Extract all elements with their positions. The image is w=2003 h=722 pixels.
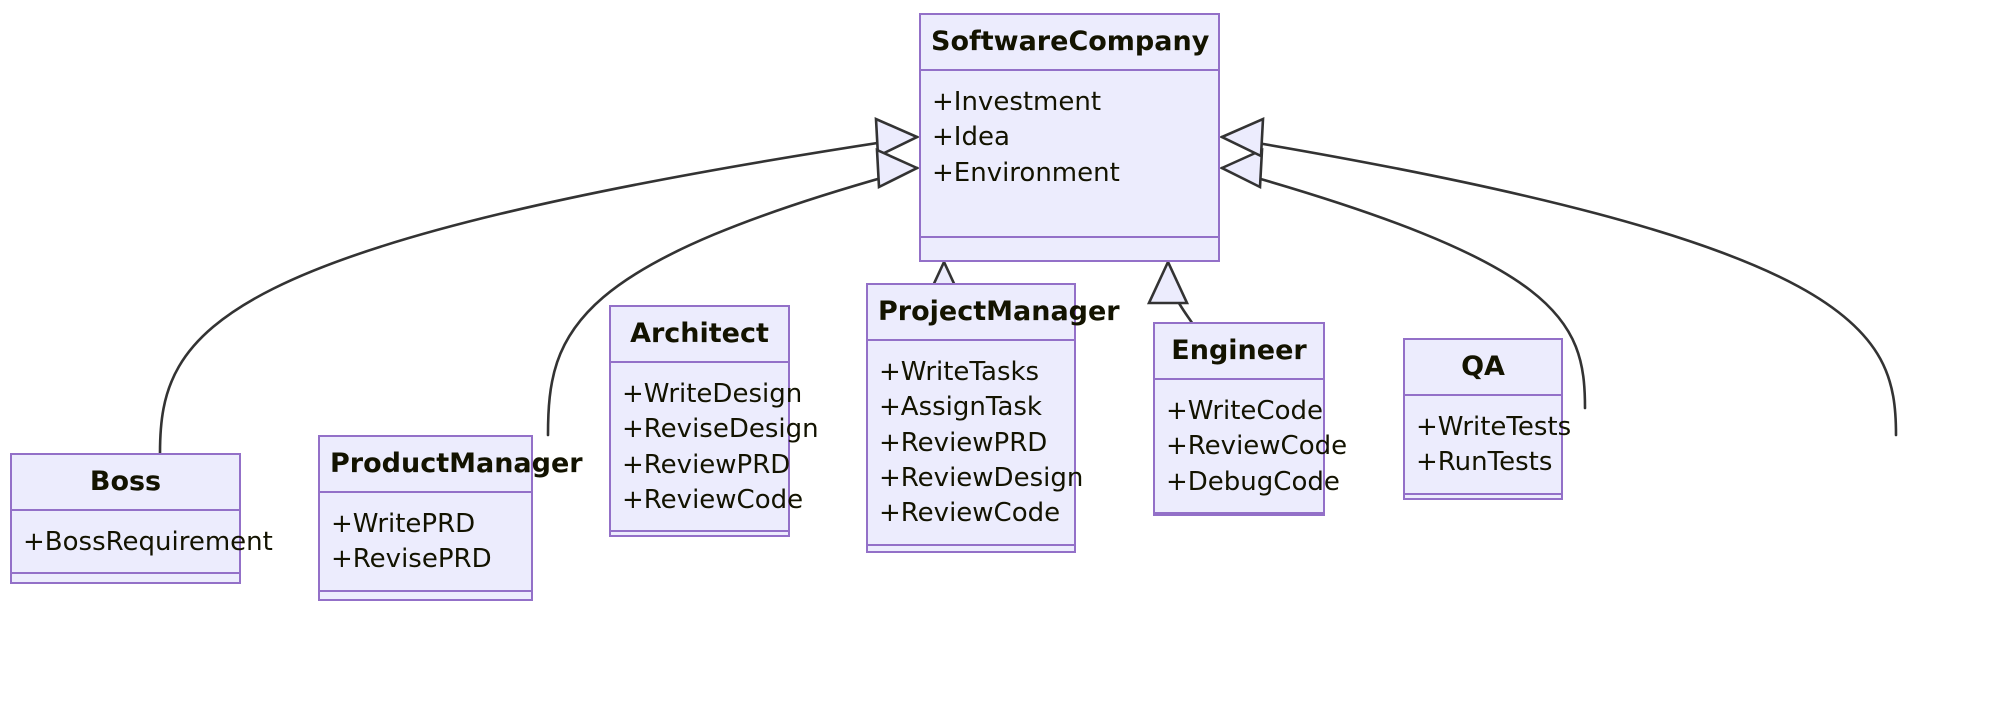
class-name-qa: QA bbox=[1405, 340, 1561, 396]
class-name-engineer: Engineer bbox=[1155, 324, 1323, 380]
attribute-item: +ReviewPRD bbox=[879, 427, 1048, 458]
class-methods-productmanager bbox=[320, 592, 531, 614]
class-name-projectmanager: ProjectManager bbox=[868, 285, 1120, 341]
attribute-item: +ReviewCode bbox=[622, 485, 804, 516]
attribute-item: +Investment bbox=[932, 87, 1102, 117]
class-name-productmanager: ProductManager bbox=[320, 437, 583, 493]
class-methods-qa bbox=[1405, 495, 1561, 517]
class-box-qa[interactable]: QA +WriteTests +RunTests bbox=[1403, 338, 1572, 500]
class-methods-engineer bbox=[1155, 514, 1323, 536]
class-box-architect[interactable]: Architect +WriteDesign +ReviseDesign +Re… bbox=[609, 305, 819, 537]
attribute-item: +WriteDesign bbox=[622, 379, 803, 409]
generalization-arrowhead-icon bbox=[1218, 116, 1265, 159]
attribute-item: +ReviewPRD bbox=[622, 449, 791, 480]
class-attributes-productmanager: +WritePRD +RevisePRD bbox=[320, 493, 531, 592]
attribute-item: +AssignTask bbox=[879, 392, 1042, 423]
class-box-engineer[interactable]: Engineer +WriteCode +ReviewCode +DebugCo… bbox=[1153, 322, 1348, 516]
class-box-boss[interactable]: Boss +BossRequirement bbox=[10, 453, 273, 584]
attribute-item: +ReviewCode bbox=[879, 498, 1061, 529]
attribute-item: +DebugCode bbox=[1166, 466, 1340, 497]
class-name-boss: Boss bbox=[12, 455, 239, 511]
attribute-item: +ReviewCode bbox=[1166, 431, 1348, 462]
class-name-softwarecompany: SoftwareCompany bbox=[921, 15, 1218, 71]
class-attributes-architect: +WriteDesign +ReviseDesign +ReviewPRD +R… bbox=[611, 363, 819, 533]
class-attributes-engineer: +WriteCode +ReviewCode +DebugCode bbox=[1155, 380, 1348, 515]
edge-boss-to-softwarecompany bbox=[158, 116, 921, 455]
class-attributes-boss: +BossRequirement bbox=[12, 511, 273, 575]
class-attributes-softwarecompany: +Investment +Idea +Environment bbox=[921, 71, 1218, 238]
class-box-productmanager[interactable]: ProductManager +WritePRD +RevisePRD bbox=[318, 435, 583, 601]
attribute-item: +WriteCode bbox=[1166, 396, 1323, 426]
attribute-item: +Environment bbox=[932, 157, 1120, 188]
class-methods-boss bbox=[12, 574, 239, 596]
class-methods-architect bbox=[611, 532, 788, 554]
attribute-item: +WriteTests bbox=[1416, 412, 1572, 442]
class-methods-projectmanager bbox=[868, 546, 1074, 568]
attribute-item: +RunTests bbox=[1416, 447, 1553, 478]
attribute-item: +RevisePRD bbox=[331, 544, 492, 575]
class-methods-softwarecompany bbox=[921, 238, 1218, 260]
generalization-arrowhead-icon bbox=[874, 116, 921, 159]
attribute-item: +WriteTasks bbox=[879, 357, 1040, 387]
class-box-softwarecompany[interactable]: SoftwareCompany +Investment +Idea +Envir… bbox=[919, 13, 1220, 262]
attribute-item: +ReviewDesign bbox=[879, 463, 1084, 494]
attribute-item: +ReviseDesign bbox=[622, 414, 819, 445]
generalization-arrowhead-icon bbox=[1146, 258, 1190, 305]
class-attributes-qa: +WriteTests +RunTests bbox=[1405, 396, 1572, 495]
attribute-item: +BossRequirement bbox=[23, 527, 273, 557]
generalization-arrowhead-icon bbox=[1218, 147, 1264, 190]
attribute-item: +Idea bbox=[932, 122, 1010, 153]
class-attributes-projectmanager: +WriteTasks +AssignTask +ReviewPRD +Revi… bbox=[868, 341, 1084, 546]
attribute-item: +WritePRD bbox=[331, 509, 476, 539]
generalization-arrowhead-icon bbox=[875, 147, 921, 190]
class-box-projectmanager[interactable]: ProjectManager +WriteTasks +AssignTask +… bbox=[866, 283, 1120, 553]
class-name-architect: Architect bbox=[611, 307, 788, 363]
